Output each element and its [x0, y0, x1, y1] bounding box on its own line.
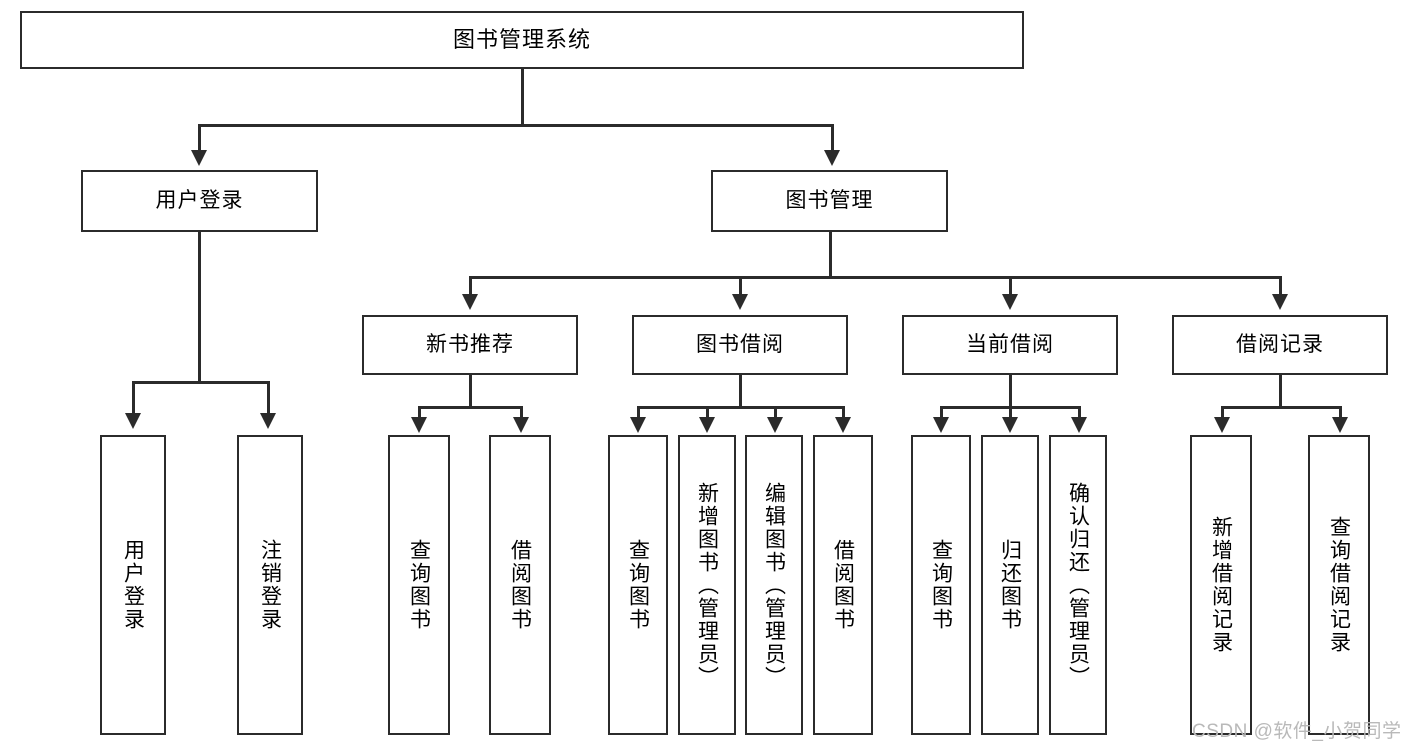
arrow-to-leaf-borrow-book-1: [513, 417, 529, 433]
edge-book-management-bus: [469, 276, 1281, 279]
leaf-label: 新增图书（管理员）: [695, 481, 719, 689]
arrow-to-current-borrow: [1002, 294, 1018, 310]
node-leaf-query-borrow-record[interactable]: 查询借阅记录: [1308, 435, 1370, 735]
edge-cb-drop-1: [940, 406, 943, 418]
edge-root-drop-book-management: [831, 124, 834, 152]
edge-bb-stem: [739, 375, 742, 407]
node-new-book-recommend[interactable]: 新书推荐: [362, 315, 578, 375]
arrow-to-leaf-add-borrow-record: [1214, 417, 1230, 433]
node-leaf-user-login[interactable]: 用户登录: [100, 435, 166, 735]
node-leaf-query-book-3[interactable]: 查询图书: [911, 435, 971, 735]
arrow-to-user-login: [191, 150, 207, 166]
edge-cb-stem: [1009, 375, 1012, 407]
leaf-label: 确认归还（管理员）: [1066, 481, 1090, 689]
edge-nbr-drop-2: [520, 406, 523, 418]
arrow-to-book-management: [824, 150, 840, 166]
arrow-to-leaf-edit-book: [767, 417, 783, 433]
edge-br-bus: [1221, 406, 1341, 409]
arrow-to-leaf-return-book: [1002, 417, 1018, 433]
arrow-to-new-book-recommend: [462, 294, 478, 310]
edge-br-drop-2: [1339, 406, 1342, 418]
edge-user-login-drop-1: [132, 381, 135, 415]
edge-br-drop-1: [1221, 406, 1224, 418]
leaf-label: 借阅图书: [508, 539, 532, 631]
edge-bm-drop-4: [1279, 276, 1282, 296]
node-user-login[interactable]: 用户登录: [81, 170, 318, 232]
edge-nbr-drop-1: [418, 406, 421, 418]
node-leaf-edit-book[interactable]: 编辑图书（管理员）: [745, 435, 803, 735]
node-leaf-query-book-2[interactable]: 查询图书: [608, 435, 668, 735]
edge-bm-drop-1: [469, 276, 472, 296]
edge-root-bus: [198, 124, 833, 127]
arrow-to-book-borrow: [732, 294, 748, 310]
edge-br-stem: [1279, 375, 1282, 407]
leaf-label: 查询图书: [626, 539, 650, 631]
arrow-to-leaf-confirm-return: [1071, 417, 1087, 433]
arrow-to-leaf-query-book-2: [630, 417, 646, 433]
edge-user-login-stem: [198, 232, 201, 382]
leaf-label: 归还图书: [998, 539, 1022, 631]
csdn-watermark: CSDN @软件_小贺同学: [1192, 721, 1402, 742]
node-borrow-record[interactable]: 借阅记录: [1172, 315, 1388, 375]
node-current-borrow[interactable]: 当前借阅: [902, 315, 1118, 375]
arrow-to-leaf-add-book: [699, 417, 715, 433]
node-leaf-query-book-1[interactable]: 查询图书: [388, 435, 450, 735]
edge-cb-drop-3: [1078, 406, 1081, 418]
edge-bb-drop-4: [842, 406, 845, 418]
edge-nbr-bus: [418, 406, 523, 409]
arrow-to-leaf-borrow-book-2: [835, 417, 851, 433]
edge-user-login-drop-2: [267, 381, 270, 415]
leaf-label: 注销登录: [258, 539, 282, 631]
edge-user-login-bus: [132, 381, 269, 384]
node-root-book-management-system[interactable]: 图书管理系统: [20, 11, 1024, 69]
edge-cb-drop-2: [1009, 406, 1012, 418]
arrow-to-leaf-query-book-3: [933, 417, 949, 433]
edge-book-management-stem: [829, 232, 832, 277]
node-leaf-return-book[interactable]: 归还图书: [981, 435, 1039, 735]
node-leaf-add-borrow-record[interactable]: 新增借阅记录: [1190, 435, 1252, 735]
leaf-label: 新增借阅记录: [1209, 516, 1233, 654]
edge-bb-drop-1: [637, 406, 640, 418]
arrow-to-leaf-query-borrow-record: [1332, 417, 1348, 433]
node-leaf-confirm-return[interactable]: 确认归还（管理员）: [1049, 435, 1107, 735]
edge-bm-drop-2: [739, 276, 742, 296]
edge-bb-drop-3: [774, 406, 777, 418]
node-book-management[interactable]: 图书管理: [711, 170, 948, 232]
edge-root-drop-user-login: [198, 124, 201, 152]
edge-bb-drop-2: [706, 406, 709, 418]
arrow-to-leaf-user-login: [125, 413, 141, 429]
leaf-label: 查询图书: [929, 539, 953, 631]
node-leaf-borrow-book-2[interactable]: 借阅图书: [813, 435, 873, 735]
node-leaf-borrow-book-1[interactable]: 借阅图书: [489, 435, 551, 735]
node-leaf-logout[interactable]: 注销登录: [237, 435, 303, 735]
node-leaf-add-book[interactable]: 新增图书（管理员）: [678, 435, 736, 735]
leaf-label: 查询借阅记录: [1327, 516, 1351, 654]
node-book-borrow[interactable]: 图书借阅: [632, 315, 848, 375]
leaf-label: 用户登录: [121, 539, 145, 631]
edge-root-stem: [521, 69, 524, 125]
arrow-to-leaf-query-book-1: [411, 417, 427, 433]
arrow-to-borrow-record: [1272, 294, 1288, 310]
leaf-label: 编辑图书（管理员）: [762, 481, 786, 689]
leaf-label: 借阅图书: [831, 539, 855, 631]
edge-bb-bus: [637, 406, 844, 409]
edge-bm-drop-3: [1009, 276, 1012, 296]
arrow-to-leaf-logout: [260, 413, 276, 429]
leaf-label: 查询图书: [407, 539, 431, 631]
edge-nbr-stem: [469, 375, 472, 407]
